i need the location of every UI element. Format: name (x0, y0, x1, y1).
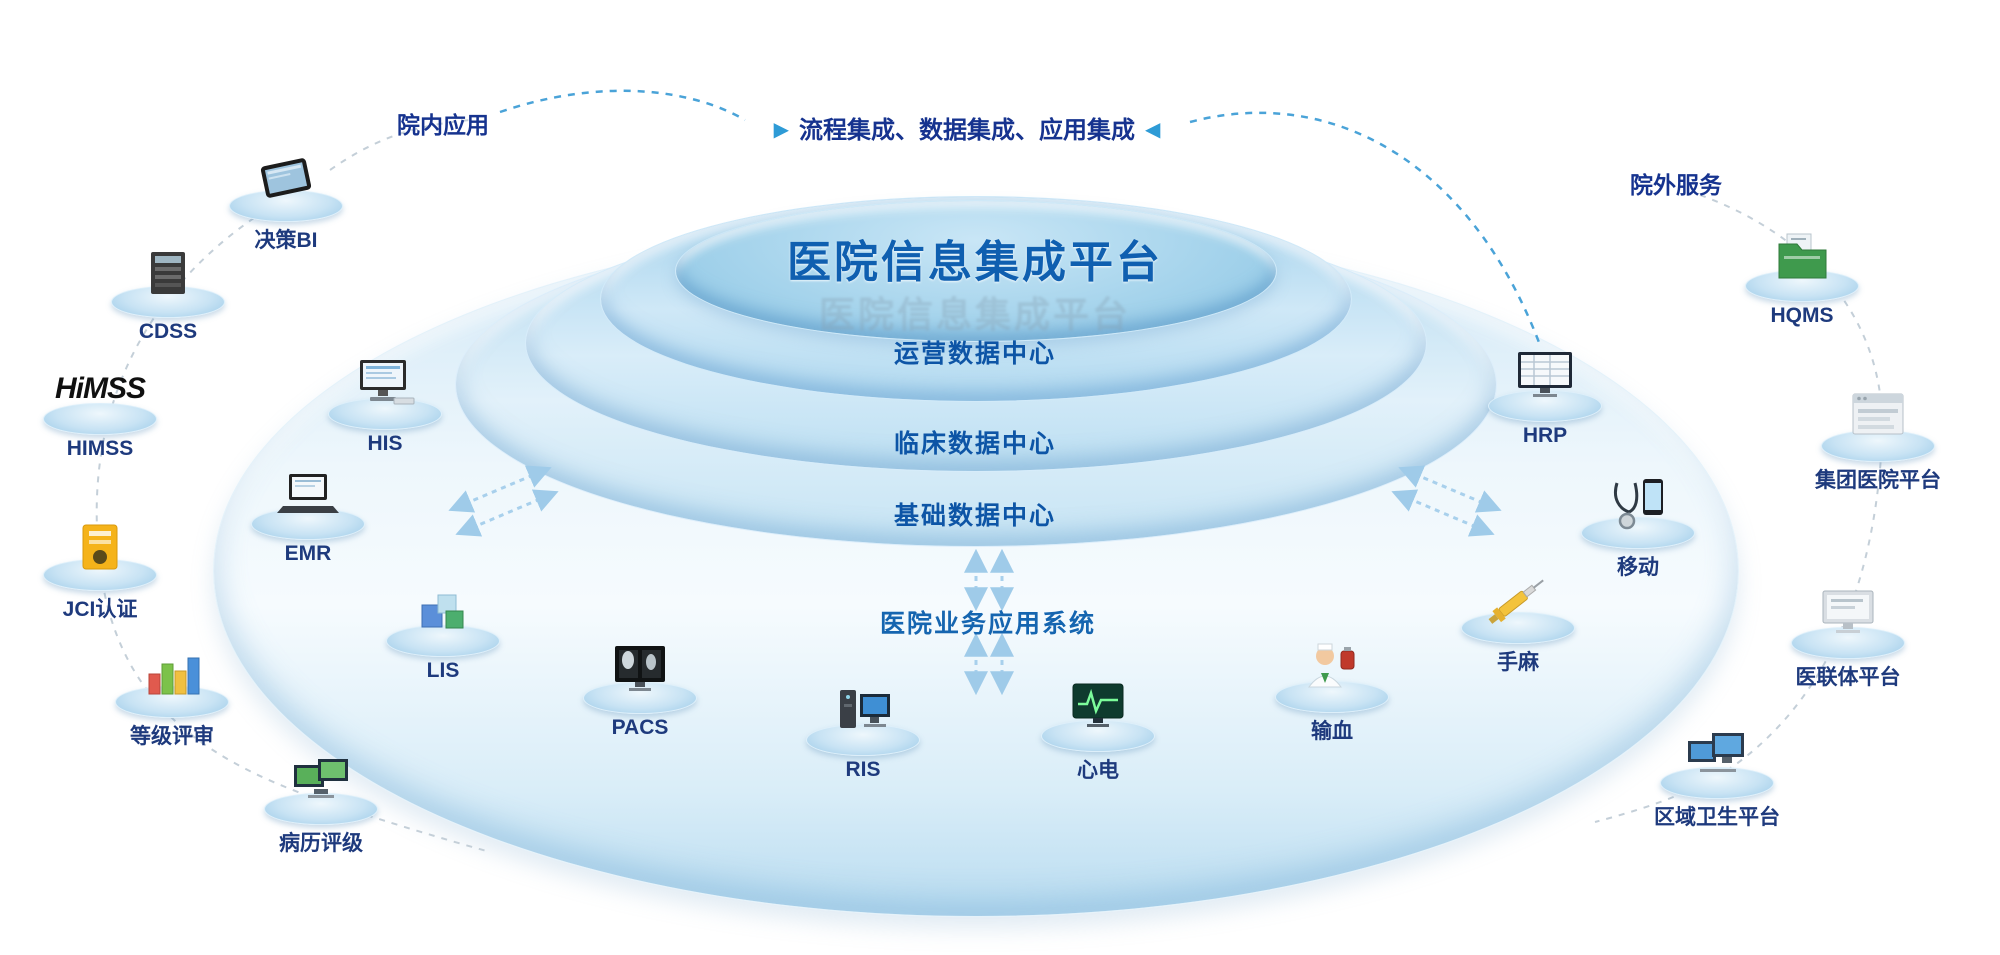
right-outer-chain-line (1594, 194, 1884, 823)
dual-monitors-icon (286, 751, 356, 807)
node-bingli: 病历评级 (246, 751, 396, 857)
node-label: HRP (1522, 424, 1568, 447)
hrp-monitor-icon (1510, 348, 1580, 404)
platform-title-ghost: 医院信息集成平台 (818, 294, 1132, 335)
node-label: 区域卫生平台 (1654, 806, 1780, 829)
platform-ellipse (806, 724, 920, 756)
folder-icon (1767, 228, 1837, 284)
monitor-icon (1813, 585, 1883, 641)
node-label: 决策BI (254, 229, 318, 252)
header-integration: ▶ 流程集成、数据集成、应用集成 ◀ (764, 110, 1171, 145)
platform-ellipse (328, 398, 442, 430)
desktop-icon (350, 356, 420, 412)
layer-clinical-data-center: 临床数据中心 (893, 430, 1057, 458)
node-dengji: 等级评审 (97, 644, 247, 750)
node-label: LIS (426, 659, 460, 682)
right-top-arc (1189, 111, 1542, 346)
node-label: HQMS (1770, 304, 1834, 327)
header-integration-label: 流程集成、数据集成、应用集成 (799, 117, 1135, 144)
node-yilianti: 医联体平台 (1773, 585, 1923, 691)
node-hrp: HRP (1470, 348, 1620, 448)
node-label: 病历评级 (279, 832, 363, 855)
node-cdss: CDSS (93, 244, 243, 344)
node-label: JCI认证 (62, 598, 138, 621)
node-label: EMR (284, 542, 332, 565)
node-his: HIS (310, 356, 460, 456)
server-icon (133, 244, 203, 300)
node-label: 等级评审 (130, 725, 214, 748)
node-hqms: HQMS (1727, 228, 1877, 328)
browser-icon (1843, 388, 1913, 444)
platform-ellipse (43, 403, 157, 435)
node-label: 医联体平台 (1795, 666, 1901, 689)
left-top-arc (499, 89, 746, 122)
platform-ellipse (1461, 612, 1575, 644)
steth-phone-icon (1603, 475, 1673, 531)
syringe-icon (1483, 570, 1553, 626)
apps-band-label: 医院业务应用系统 (879, 610, 1097, 638)
platform-ellipse (251, 508, 365, 540)
platform-ellipse (583, 682, 697, 714)
node-emr: EMR (233, 466, 383, 566)
node-ris: RIS (788, 682, 938, 782)
xray-icon (605, 640, 675, 696)
left-header-link-line (329, 119, 471, 171)
node-juece-bi: 决策BI (211, 148, 361, 254)
node-label: 集团医院平台 (1815, 469, 1941, 492)
left-outer-chain-line (95, 184, 491, 853)
node-label: HIS (367, 432, 403, 455)
node-label: CDSS (138, 320, 198, 343)
ecg-icon (1063, 678, 1133, 734)
node-shouma: 手麻 (1443, 570, 1593, 676)
cubes-icon (408, 583, 478, 639)
platform-ellipse (1581, 517, 1695, 549)
arrow-right-icon: ▶ (773, 119, 789, 141)
workstation-icon (828, 682, 898, 738)
node-label: 手麻 (1497, 651, 1539, 674)
nurse-icon (1297, 639, 1367, 695)
platform-ellipse (386, 625, 500, 657)
header-out-hospital-services: 院外服务 (1630, 172, 1722, 198)
node-jituan: 集团医院平台 (1803, 388, 1953, 494)
node-himss: HiMSS HIMSS (25, 361, 175, 461)
bars-icon (137, 644, 207, 700)
laptop-icon (273, 466, 343, 522)
node-label: 移动 (1617, 556, 1659, 579)
header-in-hospital-apps: 院内应用 (397, 112, 489, 138)
node-label: HIMSS (66, 437, 134, 460)
node-label: RIS (845, 758, 881, 781)
exchange-arrows (448, 465, 1502, 696)
layer-basic-data-center: 基础数据中心 (893, 502, 1057, 530)
platform-ellipse (1821, 430, 1935, 462)
node-pacs: PACS (565, 640, 715, 740)
dual-blue-icon (1682, 725, 1752, 781)
node-label: PACS (611, 716, 669, 739)
node-quyu: 区域卫生平台 (1642, 725, 1792, 831)
node-label: 心电 (1077, 759, 1119, 782)
platform-ellipse (1660, 767, 1774, 799)
arrow-left-icon: ◀ (1145, 119, 1161, 141)
badge-icon (65, 517, 135, 573)
node-jci: JCI认证 (25, 517, 175, 623)
tablet-icon (251, 148, 321, 204)
node-yidong: 移动 (1563, 475, 1713, 581)
platform-ellipse (264, 793, 378, 825)
layer-operations-data-center: 运营数据中心 (893, 340, 1057, 368)
himss-icon: HiMSS (54, 372, 146, 405)
platform-ellipse (111, 286, 225, 318)
platform-title: 医院信息集成平台 (787, 238, 1163, 287)
top-title-disc (675, 200, 1277, 342)
node-xindian: 心电 (1023, 678, 1173, 784)
node-lis: LIS (368, 583, 518, 683)
node-shuxue: 输血 (1257, 639, 1407, 745)
node-label: 输血 (1311, 720, 1353, 743)
